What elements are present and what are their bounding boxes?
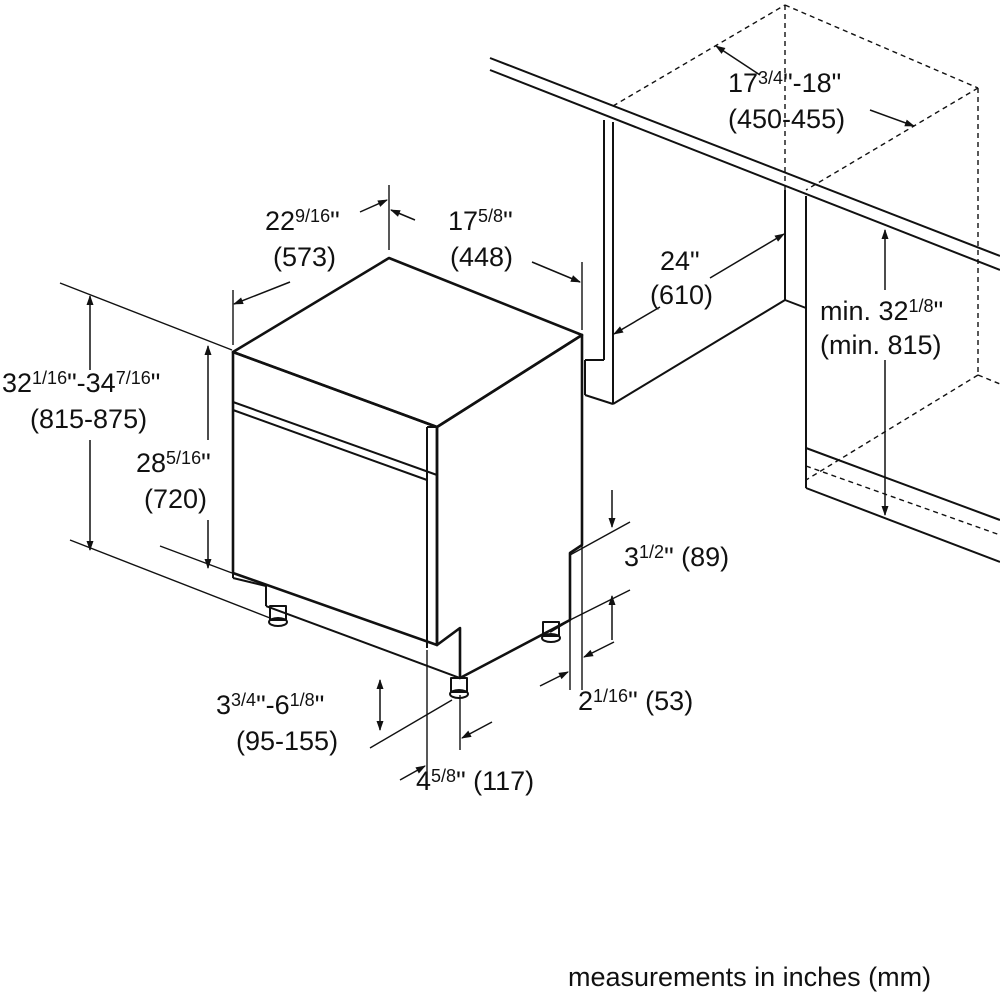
dishwasher-body <box>231 256 584 699</box>
label-leg-height: 33/4"-61/8" (95-155) <box>216 690 338 756</box>
svg-text:33/4"-61/8": 33/4"-61/8" <box>216 690 324 720</box>
svg-text:(720): (720) <box>144 484 207 514</box>
dimension-lines <box>59 45 915 790</box>
svg-text:(95-155): (95-155) <box>236 726 338 756</box>
label-total-height: 321/16"-347/16" (815-875) <box>2 368 160 434</box>
label-door-height: 285/16" (720) <box>136 448 211 514</box>
svg-text:175/8": 175/8" <box>448 206 513 236</box>
svg-text:45/8" (117): 45/8" (117) <box>416 766 534 796</box>
svg-text:(448): (448) <box>450 242 513 272</box>
label-leg-setback: 45/8" (117) <box>416 766 534 796</box>
svg-text:(610): (610) <box>650 280 713 310</box>
svg-text:229/16": 229/16" <box>265 206 340 236</box>
svg-text:(450-455): (450-455) <box>728 104 845 134</box>
units-note: measurements in inches (mm) <box>568 962 931 992</box>
label-toe-kick-height: 31/2" (89) <box>624 542 729 572</box>
svg-text:21/16" (53): 21/16" (53) <box>578 686 693 716</box>
svg-text:min. 321/8": min. 321/8" <box>820 296 943 326</box>
svg-text:(min. 815): (min. 815) <box>820 330 942 360</box>
label-toe-kick-depth: 21/16" (53) <box>578 686 693 716</box>
svg-text:24": 24" <box>660 246 700 276</box>
label-cavity-width: 173/4"-18" (450-455) <box>728 68 845 134</box>
label-cavity-depth: 24" (610) <box>650 246 713 310</box>
svg-text:(573): (573) <box>273 242 336 272</box>
cabinet-cutout <box>489 4 1000 563</box>
svg-text:173/4"-18": 173/4"-18" <box>728 68 841 98</box>
svg-text:321/16"-347/16": 321/16"-347/16" <box>2 368 160 398</box>
label-cavity-height: min. 321/8" (min. 815) <box>820 296 943 360</box>
svg-text:(815-875): (815-875) <box>30 404 147 434</box>
label-width: 175/8" (448) <box>448 206 513 272</box>
label-depth: 229/16" (573) <box>265 206 340 272</box>
svg-text:31/2" (89): 31/2" (89) <box>624 542 729 572</box>
svg-text:285/16": 285/16" <box>136 448 211 478</box>
